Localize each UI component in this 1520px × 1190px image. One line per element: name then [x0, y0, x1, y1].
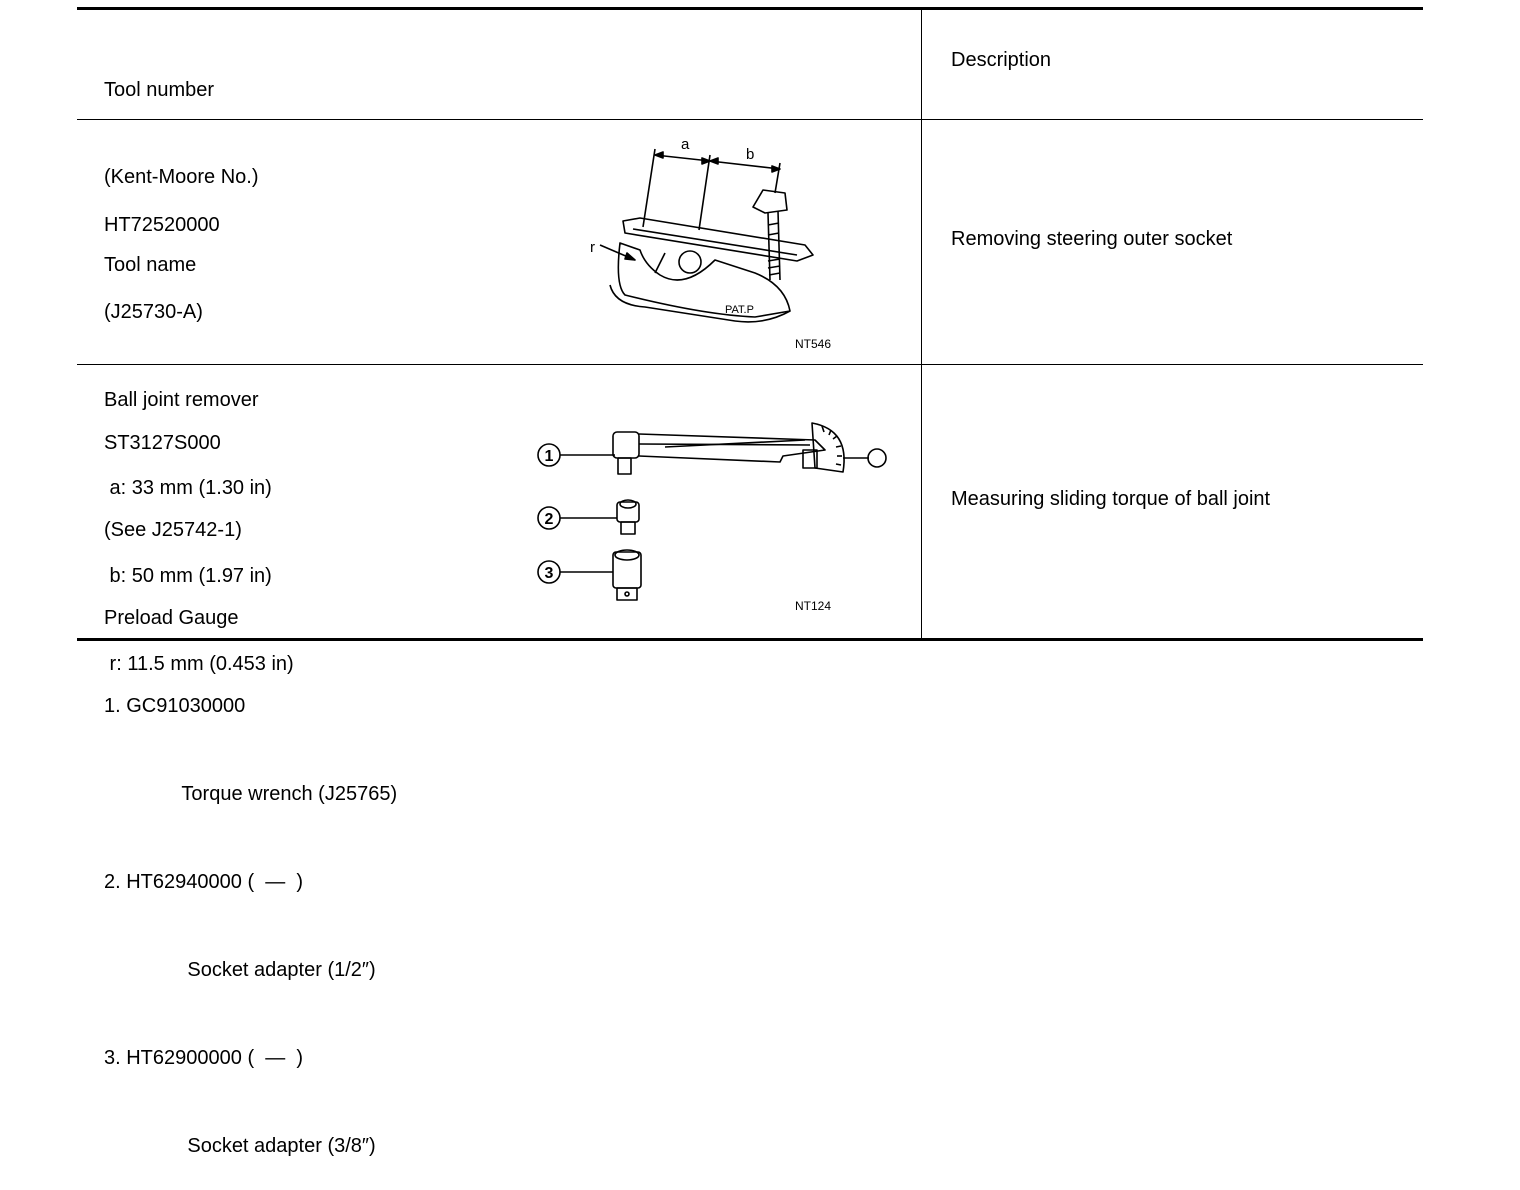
row2-line: (See J25742-1)	[104, 519, 242, 542]
row2-line: Socket adapter (3/8″)	[104, 1134, 376, 1157]
ball-joint-remover-figure: a b r PAT.P	[590, 136, 814, 323]
row2-description: Measuring sliding torque of ball joint	[951, 488, 1271, 510]
dimension-b-label: b	[746, 146, 754, 163]
dimension-r-label: r	[590, 239, 595, 256]
row1-line: Ball joint remover	[104, 389, 259, 412]
row2-line: 3. HT62900000 ( — )	[104, 1046, 303, 1069]
header-tool-name: Tool name	[104, 254, 197, 277]
table-top-rule	[77, 7, 1423, 10]
callout-3: 3	[545, 565, 554, 582]
column-divider	[921, 10, 922, 638]
dimension-a-label: a	[681, 136, 690, 153]
header-kent-moore: (Kent-Moore No.)	[104, 166, 259, 189]
figure-code-nt124: NT124	[795, 599, 832, 613]
callout-1: 1	[545, 448, 554, 465]
figure-code-nt546: NT546	[795, 337, 832, 351]
header-tool-number: Tool number	[104, 78, 215, 101]
row1-description: Removing steering outer socket	[951, 228, 1233, 250]
header-description: Description	[951, 49, 1052, 71]
row-divider	[77, 364, 1423, 365]
preload-gauge-figure: 1 2 3	[537, 422, 887, 601]
row1-line: b: 50 mm (1.97 in)	[104, 565, 272, 588]
header-tool-column: Tool number (Kent-Moore No.) Tool name	[104, 17, 259, 310]
row2-line: Preload Gauge	[104, 607, 239, 630]
patent-label: PAT.P	[725, 304, 754, 316]
row2-line: 1. GC91030000	[104, 695, 246, 718]
row2-line: 2. HT62940000 ( — )	[104, 871, 303, 894]
table-bottom-rule	[77, 638, 1423, 641]
row2-line: Torque wrench (J25765)	[104, 783, 398, 806]
row2-line: Socket adapter (1/2″)	[104, 958, 376, 981]
row1-line: HT72520000	[104, 213, 220, 236]
row1-line: (J25730-A)	[104, 301, 203, 324]
row2-line: ST3127S000	[104, 431, 221, 454]
row1-line: a: 33 mm (1.30 in)	[104, 477, 272, 500]
row2-tool-info: ST3127S000 (See J25742-1) Preload Gauge …	[104, 370, 397, 1190]
callout-2: 2	[545, 511, 554, 528]
header-bottom-rule	[77, 119, 1423, 120]
